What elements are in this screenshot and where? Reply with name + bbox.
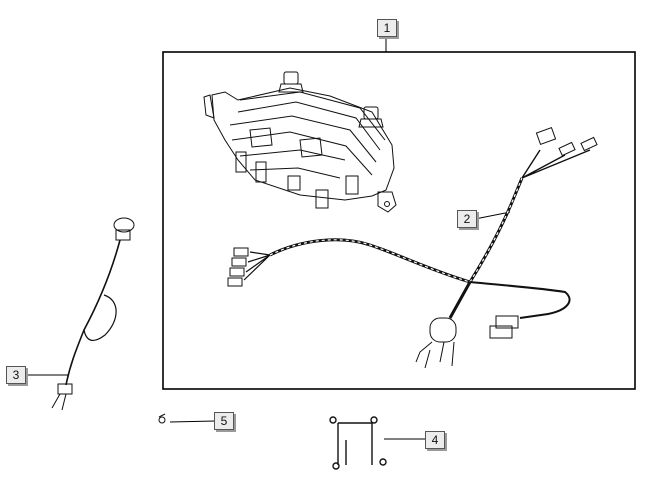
callout-3: 3 xyxy=(6,366,26,384)
instrument-cluster-drawing xyxy=(203,71,397,213)
callout-2: 2 xyxy=(457,210,477,228)
bracket-clip-drawing xyxy=(329,416,387,470)
main-harness-drawing xyxy=(227,126,598,369)
sensor-lead-drawing xyxy=(51,217,135,411)
callout-1: 1 xyxy=(377,19,397,37)
callout-5: 5 xyxy=(214,412,234,430)
callout-4: 4 xyxy=(425,431,445,449)
leader-lines xyxy=(26,37,511,440)
assembly-frame xyxy=(162,51,636,390)
small-clip-drawing xyxy=(158,413,166,424)
